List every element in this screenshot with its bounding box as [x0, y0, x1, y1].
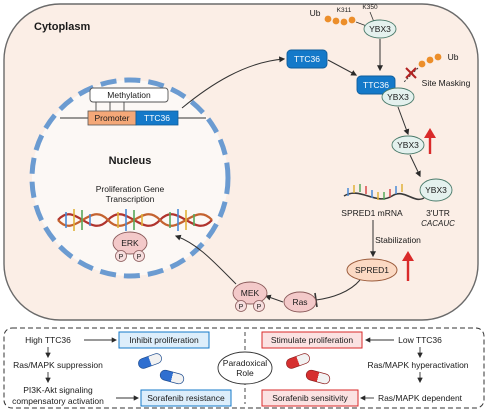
methylation-label: Methylation — [107, 90, 151, 100]
ttc36-complex — [356, 75, 396, 95]
k311-label: K311 — [337, 7, 352, 14]
ub-chain-top: Ub K311 K350 — [310, 4, 378, 29]
ybx3-top-label: YBX3 — [369, 24, 391, 34]
ybx3-complex — [381, 87, 415, 107]
up-arrow-icon — [402, 251, 414, 281]
spred1-mrna — [343, 184, 425, 201]
ttc36-protein — [286, 49, 328, 69]
utr-label: 3'UTR — [426, 208, 450, 218]
ttc36-protein-label: TTC36 — [294, 54, 320, 64]
role-label: Role — [236, 368, 254, 378]
ybx3-complex-label: YBX3 — [387, 92, 409, 102]
mek-p2-label: P — [257, 304, 262, 311]
inhibit-proliferation-box — [118, 331, 210, 349]
high-ttc36-label: High TTC36 — [25, 335, 71, 345]
ttc36-complex-label: TTC36 — [363, 80, 389, 90]
sorafenib-resistance-box — [140, 389, 232, 407]
arrow-mek-to-erk — [174, 234, 237, 285]
transcription-label: Transcription — [106, 194, 155, 204]
cacauc-label: CACAUC — [421, 219, 455, 228]
inhibit-proliferation-label: Inhibit proliferation — [129, 335, 199, 345]
low-ttc36-label: Low TTC36 — [398, 335, 442, 345]
spred1-label: SPRED1 — [355, 265, 389, 275]
site-masking-label: Site Masking — [422, 78, 471, 88]
block-x-icon — [405, 67, 417, 79]
sorafenib-resistance-label: Sorafenib resistance — [147, 393, 225, 403]
stimulate-proliferation-box — [261, 331, 363, 349]
mek-label: MEK — [241, 288, 260, 298]
sorafenib-sensitivity-label: Sorafenib sensitivity — [272, 393, 348, 403]
arrow-ras-to-mek — [264, 294, 284, 303]
arrow-complex-to-ybx3 — [397, 106, 410, 136]
ub-right-label: Ub — [448, 52, 459, 62]
spred1-protein — [346, 258, 398, 282]
arrow-gene-to-protein — [181, 56, 286, 109]
ybx3-top — [363, 19, 397, 39]
paradoxical-label: Paradoxical — [223, 358, 268, 368]
ybx3-middle — [391, 135, 425, 155]
dna-helix — [57, 209, 213, 231]
arrow-ybx3-to-mrna — [409, 154, 421, 178]
blue-pills-icon — [138, 353, 185, 385]
nucleus — [29, 77, 231, 279]
erk-label: ERK — [121, 238, 139, 248]
blocked-ub: Ub — [403, 52, 459, 83]
ras-label: Ras — [292, 297, 307, 307]
ras-mapk-dependent-label: Ras/MAPK dependent — [378, 393, 463, 403]
ub-top-label: Ub — [310, 8, 321, 18]
stabilization-label: Stabilization — [375, 235, 421, 245]
spred1-mrna-label: SPRED1 mRNA — [341, 208, 403, 218]
erk-complex: ERK P P — [112, 231, 148, 262]
erk-p2-label: P — [137, 254, 142, 261]
up-arrow-icon — [424, 128, 436, 154]
gene-construct: Methylation Promoter TTC36 — [60, 87, 206, 126]
compensatory-activation-label: compensatory activation — [12, 396, 104, 406]
stimulate-proliferation-label: Stimulate proliferation — [271, 335, 353, 345]
proliferation-gene-label: Proliferation Gene — [96, 184, 165, 194]
ybx3-bound-label: YBX3 — [425, 185, 447, 195]
high-ttc36-column: High TTC36 Ras/MAPK suppression PI3K-Akt… — [12, 335, 140, 406]
paradoxical-role-badge — [217, 351, 273, 385]
mek-p1-label: P — [239, 304, 244, 311]
pi3k-akt-label: PI3K-Akt signaling — [23, 385, 93, 395]
k350-label: K350 — [362, 4, 378, 11]
arrow-protein-to-complex — [327, 59, 358, 76]
promoter-label: Promoter — [95, 113, 130, 123]
ras-mapk-hyperactivation-label: Ras/MAPK hyperactivation — [367, 360, 468, 370]
ras-mapk-suppression-label: Ras/MAPK suppression — [13, 360, 103, 370]
cytoplasm-label: Cytoplasm — [34, 21, 90, 33]
sorafenib-sensitivity-box — [261, 389, 359, 407]
mek-complex: MEK P P — [232, 281, 268, 312]
nucleus-label: Nucleus — [109, 155, 152, 167]
ybx3-middle-label: YBX3 — [397, 140, 419, 150]
low-ttc36-column: Low TTC36 Ras/MAPK hyperactivation Ras/M… — [359, 335, 469, 403]
gene-ttc36-label: TTC36 — [144, 113, 170, 123]
ybx3-bound — [419, 178, 453, 202]
ras-protein — [283, 291, 317, 313]
erk-p1-label: P — [119, 254, 124, 261]
red-pills-icon — [286, 353, 331, 385]
